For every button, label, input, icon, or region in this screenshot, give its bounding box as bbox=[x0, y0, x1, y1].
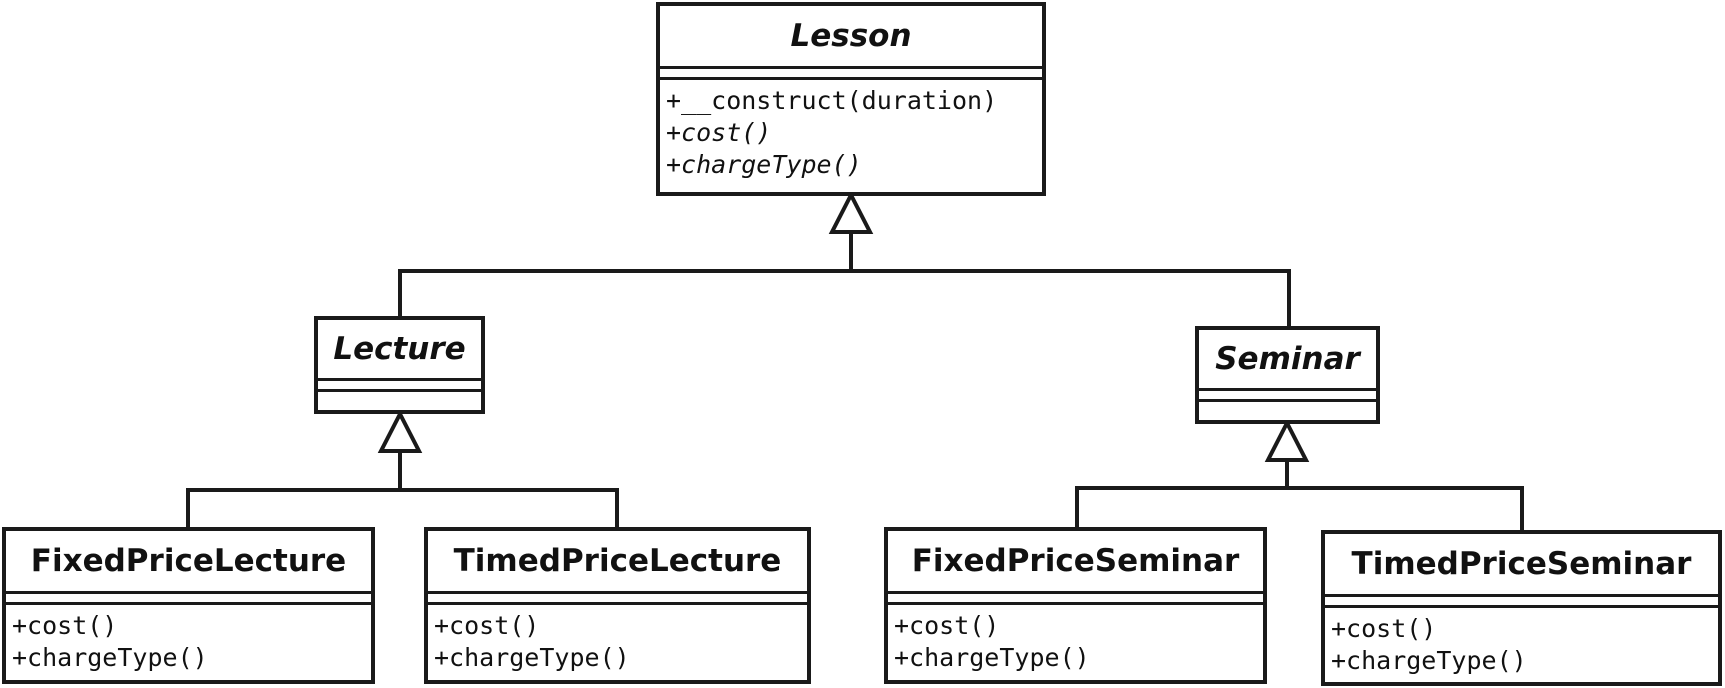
attributes-compartment bbox=[318, 378, 481, 389]
operation: +chargeType() bbox=[894, 643, 1090, 672]
class-lesson[interactable]: Lesson +__construct(duration) +cost() +c… bbox=[656, 2, 1046, 196]
operations-compartment: +cost() +chargeType() bbox=[6, 602, 371, 674]
class-name: TimedPriceLecture bbox=[453, 543, 782, 579]
operation: +chargeType() bbox=[666, 150, 862, 179]
operations-compartment: +cost() +chargeType() bbox=[428, 602, 807, 674]
generalization-arrowhead-lesson bbox=[828, 190, 874, 234]
class-name: FixedPriceSeminar bbox=[911, 543, 1240, 579]
operation: +cost() bbox=[894, 611, 1000, 640]
attributes-compartment bbox=[888, 591, 1263, 602]
class-name: Seminar bbox=[1215, 341, 1360, 377]
operation: +chargeType() bbox=[1331, 646, 1527, 675]
operations-compartment bbox=[318, 389, 481, 407]
operations-compartment: +cost() +chargeType() bbox=[1325, 605, 1718, 677]
class-name: FixedPriceLecture bbox=[30, 543, 347, 579]
attributes-compartment bbox=[6, 591, 371, 602]
operation: +__construct(duration) bbox=[666, 86, 998, 115]
operation: +cost() bbox=[434, 611, 540, 640]
generalization-arrowhead-lecture bbox=[377, 409, 423, 453]
operations-compartment bbox=[1199, 399, 1376, 417]
class-name: Lecture bbox=[333, 331, 466, 367]
class-name: TimedPriceSeminar bbox=[1351, 546, 1692, 582]
class-seminar[interactable]: Seminar bbox=[1195, 326, 1380, 424]
operations-compartment: +cost() +chargeType() bbox=[888, 602, 1263, 674]
operation: +chargeType() bbox=[434, 643, 630, 672]
operation: +cost() bbox=[666, 118, 772, 147]
attributes-compartment bbox=[428, 591, 807, 602]
operations-compartment: +__construct(duration) +cost() +chargeTy… bbox=[660, 77, 1042, 181]
class-fixed-price-lecture[interactable]: FixedPriceLecture +cost() +chargeType() bbox=[2, 527, 375, 684]
attributes-compartment bbox=[1199, 388, 1376, 399]
operation: +chargeType() bbox=[12, 643, 208, 672]
operation: +cost() bbox=[12, 611, 118, 640]
operation: +cost() bbox=[1331, 614, 1437, 643]
generalization-arrowhead-seminar bbox=[1264, 418, 1310, 462]
class-timed-price-seminar[interactable]: TimedPriceSeminar +cost() +chargeType() bbox=[1321, 530, 1722, 686]
class-name: Lesson bbox=[790, 18, 912, 54]
class-fixed-price-seminar[interactable]: FixedPriceSeminar +cost() +chargeType() bbox=[884, 527, 1267, 684]
attributes-compartment bbox=[1325, 594, 1718, 605]
class-lecture[interactable]: Lecture bbox=[314, 316, 485, 414]
class-timed-price-lecture[interactable]: TimedPriceLecture +cost() +chargeType() bbox=[424, 527, 811, 684]
attributes-compartment bbox=[660, 66, 1042, 77]
